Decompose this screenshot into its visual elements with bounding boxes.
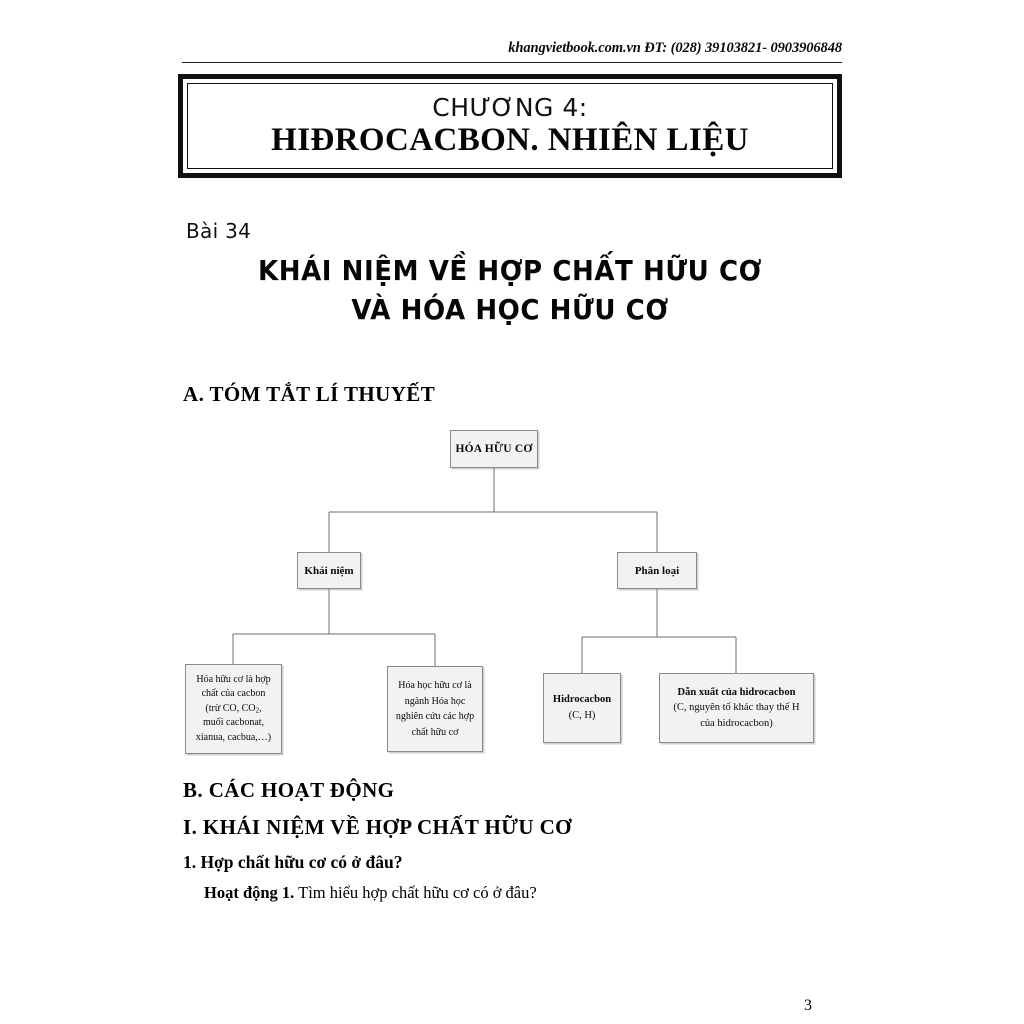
- leaf4-line-1: Dẫn xuất của hidrocacbon: [677, 687, 796, 699]
- diagram-node-definition-organic-compound: Hóa hữu cơ là hợp chất của cacbon (trừ C…: [185, 664, 282, 754]
- diagram-node-dan-xuat-hidrocacbon-label: Dẫn xuất của hidrocacbon (C, nguyên tố k…: [660, 685, 813, 731]
- leaf1-line-5: xianua, cacbua,…): [195, 731, 272, 743]
- running-header: khangvietbook.com.vn ĐT: (028) 39103821-…: [508, 40, 842, 56]
- activity-label: Hoạt động 1.: [204, 883, 295, 902]
- chapter-banner: CHƯƠNG 4: HIĐROCACBON. NHIÊN LIỆU: [178, 74, 842, 178]
- leaf4-line-3: của hidrocacbon): [700, 717, 773, 729]
- header-rule: [182, 62, 842, 63]
- section-a-heading: A. TÓM TẮT LÍ THUYẾT: [183, 382, 436, 406]
- diagram-node-definition-organic-chemistry-label: Hóa học hữu cơ là ngành Hóa học nghiên c…: [388, 678, 482, 740]
- leaf2-line-4: chất hữu cơ: [411, 726, 459, 738]
- leaf1-line-3b: ,: [259, 702, 262, 714]
- diagram-node-hidrocacbon-label: Hidrocacbon (C, H): [544, 692, 620, 724]
- chapter-banner-inner-frame: CHƯƠNG 4: HIĐROCACBON. NHIÊN LIỆU: [187, 83, 833, 169]
- section-i-heading: I. KHÁI NIỆM VỀ HỢP CHẤT HỮU CƠ: [183, 815, 572, 839]
- lesson-title-line-1: KHÁI NIỆM VỀ HỢP CHẤT HỮU CƠ: [258, 254, 762, 287]
- diagram-node-phan-loai: Phân loại: [617, 552, 697, 589]
- leaf1-line-1: Hóa hữu cơ là hợp: [196, 673, 271, 685]
- leaf2-line-3: nghiên cứu các hợp: [395, 711, 475, 722]
- leaf1-line-4: muối cacbonat,: [202, 717, 265, 729]
- diagram-node-khai-niem-label: Khái niệm: [304, 564, 354, 577]
- lesson-title-line-2: VÀ HÓA HỌC HỮU CƠ: [351, 292, 669, 326]
- diagram-node-dan-xuat-hidrocacbon: Dẫn xuất của hidrocacbon (C, nguyên tố k…: [659, 673, 814, 743]
- leaf3-line-2: (C, H): [568, 710, 596, 721]
- activity-text: Tìm hiểu hợp chất hữu cơ có ở đâu?: [294, 883, 537, 902]
- leaf1-line-2: chất của cacbon: [201, 688, 266, 700]
- lesson-title: KHÁI NIỆM VỀ HỢP CHẤT HỮU CƠ VÀ HÓA HỌC …: [201, 252, 819, 329]
- diagram-node-definition-organic-chemistry: Hóa học hữu cơ là ngành Hóa học nghiên c…: [387, 666, 483, 752]
- diagram-node-khai-niem: Khái niệm: [297, 552, 361, 589]
- leaf1-subscript: 2: [255, 706, 260, 715]
- lesson-label: Bài 34: [186, 219, 252, 243]
- diagram-node-root: HÓA HỮU CƠ: [450, 430, 538, 468]
- chapter-title: HIĐROCACBON. NHIÊN LIỆU: [271, 121, 749, 158]
- leaf3-line-1: Hidrocacbon: [552, 694, 612, 706]
- leaf4-line-2: (C, nguyên tố khác thay thế H: [673, 702, 800, 714]
- page-number: 3: [804, 997, 812, 1014]
- activity-line: Hoạt động 1. Tìm hiểu hợp chất hữu cơ có…: [204, 883, 537, 903]
- diagram-node-root-label: HÓA HỮU CƠ: [455, 443, 533, 455]
- leaf2-line-1: Hóa học hữu cơ là: [398, 680, 472, 691]
- diagram-node-definition-organic-compound-label: Hóa hữu cơ là hợp chất của cacbon (trừ C…: [186, 673, 281, 746]
- diagram-node-phan-loai-label: Phân loại: [634, 564, 680, 577]
- leaf1-line-3a: (trừ CO, CO: [205, 702, 256, 714]
- section-b-heading: B. CÁC HOẠT ĐỘNG: [183, 778, 395, 802]
- diagram-node-hidrocacbon: Hidrocacbon (C, H): [543, 673, 621, 743]
- chapter-number: CHƯƠNG 4:: [432, 92, 588, 122]
- question-item-1: 1. Hợp chất hữu cơ có ở đâu?: [183, 852, 403, 872]
- leaf2-line-2: ngành Hóa học: [404, 695, 466, 707]
